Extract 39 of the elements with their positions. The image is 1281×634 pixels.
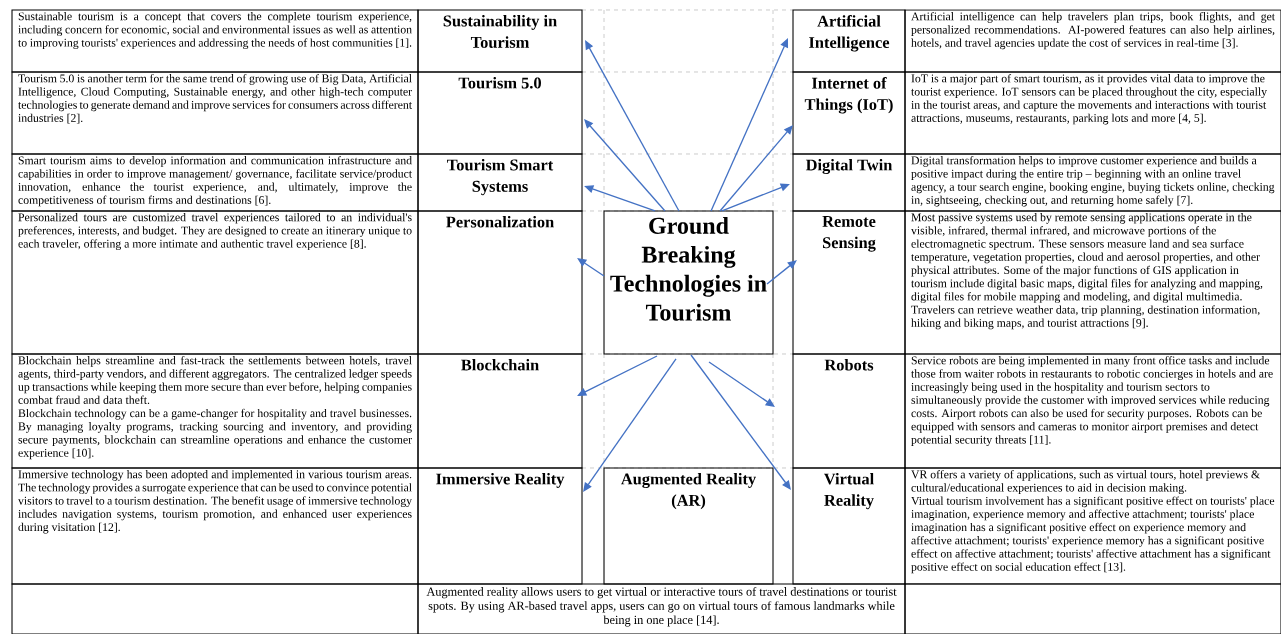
arrow [721, 183, 790, 212]
heading-cell: Blockchain [417, 353, 583, 469]
arrow [585, 40, 680, 212]
heading-cell: Virtual Reality [792, 467, 906, 585]
description-cell: Augmented reality allows users to get virtual or interactive tours of travel destinations or tourist spots. By using AR-based travel apps, users can go on virtual tours of famous landmarks while being in one place [14]. [417, 583, 906, 634]
description-cell: Sustainable tourism is a concept that covers the complete tourism experience, including concern for economic, social and environmental issues as well as attention to improving tourists' experiences and addressing the needs of host communities [1]. [11, 9, 419, 73]
description-cell: VR offers a variety of applications, such as virtual tours, hotel previews & cultural/educational experiences to aid in decision making. Virtual tourism involvement has a significant positive effect on tourists' place imagination, experience memory and affective attachment; tourists' place imagination has a significant positive effect on experience memory and affective attachment; tourists' experience memory has a significant positive effect on affective attachment; tourists' affective attachment has a significant positive effect on social education effect [13]. [904, 467, 1281, 585]
heading-cell: Digital Twin [792, 153, 906, 212]
description-cell: IoT is a major part of smart tourism, as it provides vital data to improve the tourist experience. IoT sensors can be placed throughout the city, especially in the tourist areas, and capture the movements and interactions with tourist attractions, museums, restaurants, parking lots and more [4, 5]. [904, 71, 1281, 155]
description-cell: Digital transformation helps to improve customer experience and builds a positive impact during the entire trip – beginning with an online travel agency, a tour search engine, booking engine, buying tickets online, checking in, sightseeing, checking out, and returning home safely [7]. [904, 153, 1281, 212]
heading-cell: Artificial Intelligence [792, 9, 906, 73]
arrow [766, 260, 797, 285]
arrow [583, 358, 677, 492]
heading-cell: Sustainability in Tourism [417, 9, 583, 73]
heading-cell: Tourism 5.0 [417, 71, 583, 155]
arrow [708, 361, 775, 407]
arrow [584, 185, 656, 212]
description-cell: Blockchain helps streamline and fast-track the settlements between hotels, travel agents, third-party vendors, and different aggregators. The centralized ledger speeds up transactions while keeping them more secure than ever before, helping companies combat fraud and data theft. Blockchain technology can be a game-changer for hospitality and travel businesses. By managing loyalty programs, tracking sourcing and inventory, and providing secure payments, blockchain can streamline operations and enhance the customer experience [10]. [11, 353, 419, 469]
description-cell: Service robots are being implemented in many front office tasks and include those from waiter robots in restaurants to robotic concierges in hotels and are increasingly being used in the hospitality and tourism sectors to simultaneously provide the customer with improved services while reducing costs. Airport robots can also be used for security purposes. Robots can be equipped with sensors and cameras to monitor airport premises and detect potential security threats [11]. [904, 353, 1281, 469]
heading-cell: Immersive Reality [417, 467, 583, 585]
description-cell: Artificial intelligence can help travelers plan trips, book flights, and get personalized recommendations. AI-powered features can also help airlines, hotels, and travel agencies update the cost of services in real-time [3]. [904, 9, 1281, 73]
description-cell: Immersive technology has been adopted and implemented in various tourism areas. The technology provides a surrogate experience that can be used to convince potential visitors to travel to a tourism destination. The benefit usage of immersive technology includes navigation systems, tourism promotion, and enhanced user experiences during visitation [12]. [11, 467, 419, 585]
arrow [584, 119, 666, 212]
title-box: Ground Breaking Technologies in Tourism [603, 210, 774, 355]
arrow [577, 355, 658, 396]
heading-cell: Tourism Smart Systems [417, 153, 583, 212]
heading-cell: Personalization [417, 210, 583, 355]
arrow [690, 354, 791, 490]
description-cell: Smart tourism aims to develop information and communication infrastructure and capabilities in order to improve management/ governance, facilitate service/product innovation, enhance the tourist experience, and, ultimately, improve the competitiveness of tourism firms and destinations [6]. [11, 153, 419, 212]
description-cell: Tourism 5.0 is another term for the same trend of growing use of Big Data, Artificial Intelligence, Cloud Computing, Sustainable energy, and other high-tech computer technologies to generate demand and improve services for consumers across different industries [2]. [11, 71, 419, 155]
arrow [577, 258, 605, 277]
arrow [719, 125, 793, 212]
heading-cell: Robots [792, 353, 906, 469]
heading-cell: Internet of Things (IoT) [792, 71, 906, 155]
description-cell: Personalized tours are customized travel experiences tailored to an individual's preferences, interests, and budget. They are designed to create an itinerary unique to each traveler, offering a more intimate and authentic travel experience [8]. [11, 210, 419, 355]
description-cell: Most passive systems used by remote sensing applications operate in the visible, infrared, thermal infrared, and microwave portions of the electromagnetic spectrum. These sensors measure land and sea surface temperature, vegetation properties, cloud and aerosol properties, and other physical attributes. Some of the major functions of GIS application in tourism include digital basic maps, digital files for analyzing and mapping, digital files for mobile mapping and modeling, and digital multimedia. Travelers can retrieve weather data, trip planning, destination information, hiking and biking maps, and tourist attractions [9]. [904, 210, 1281, 355]
arrow [710, 38, 789, 212]
heading-cell: Augmented Reality (AR) [603, 467, 774, 585]
heading-cell: Remote Sensing [792, 210, 906, 355]
